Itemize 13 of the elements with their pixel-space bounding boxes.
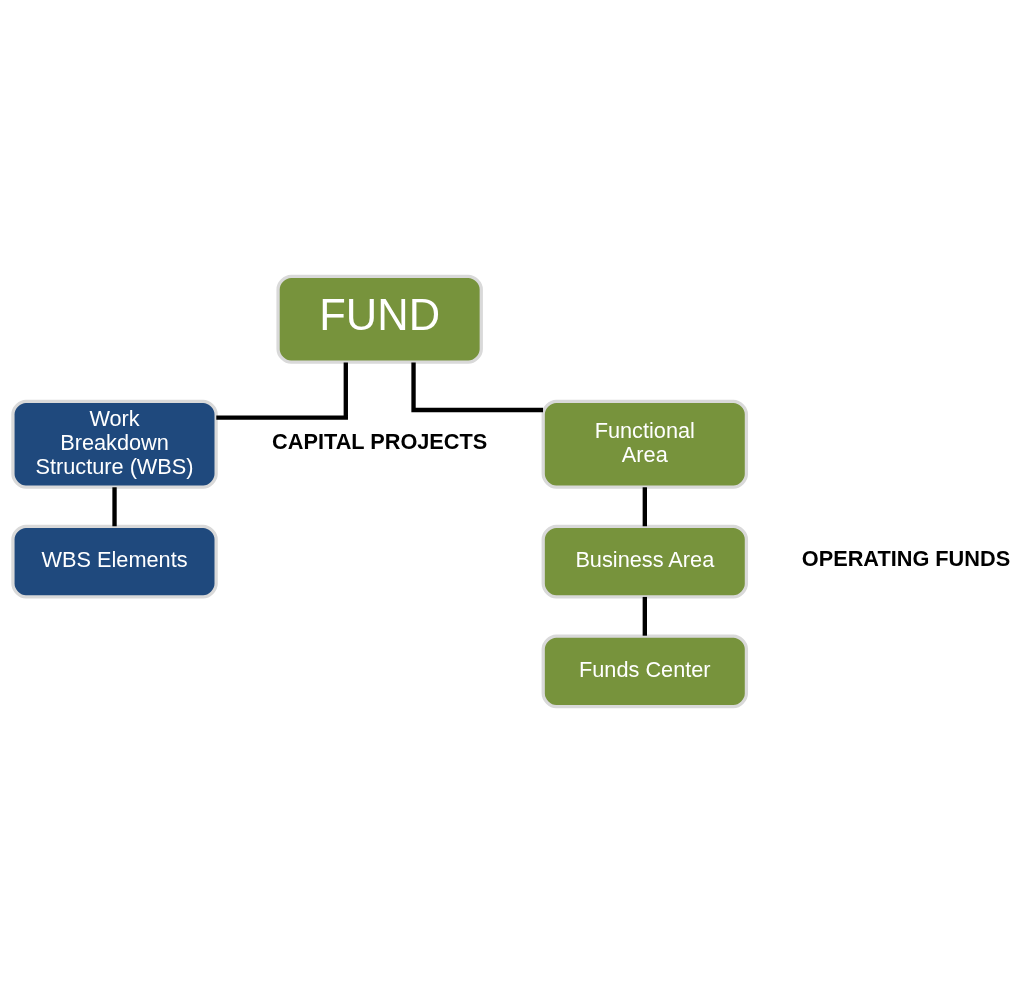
node-box: FUND [276,274,483,364]
label: CAPITAL PROJECTS [272,428,488,454]
connector [642,486,647,526]
node-box: Functional Area [541,399,749,489]
node-box: WBS Elements [11,524,218,599]
connector [411,362,544,412]
node-box: Funds Center [541,633,749,708]
connector [642,596,647,636]
label: OPERATING FUNDS [801,545,1011,571]
connector [112,486,117,526]
node-box: Business Area [541,524,749,599]
node-box: Work Breakdown Structure (WBS) [11,399,218,489]
connector [216,361,348,420]
